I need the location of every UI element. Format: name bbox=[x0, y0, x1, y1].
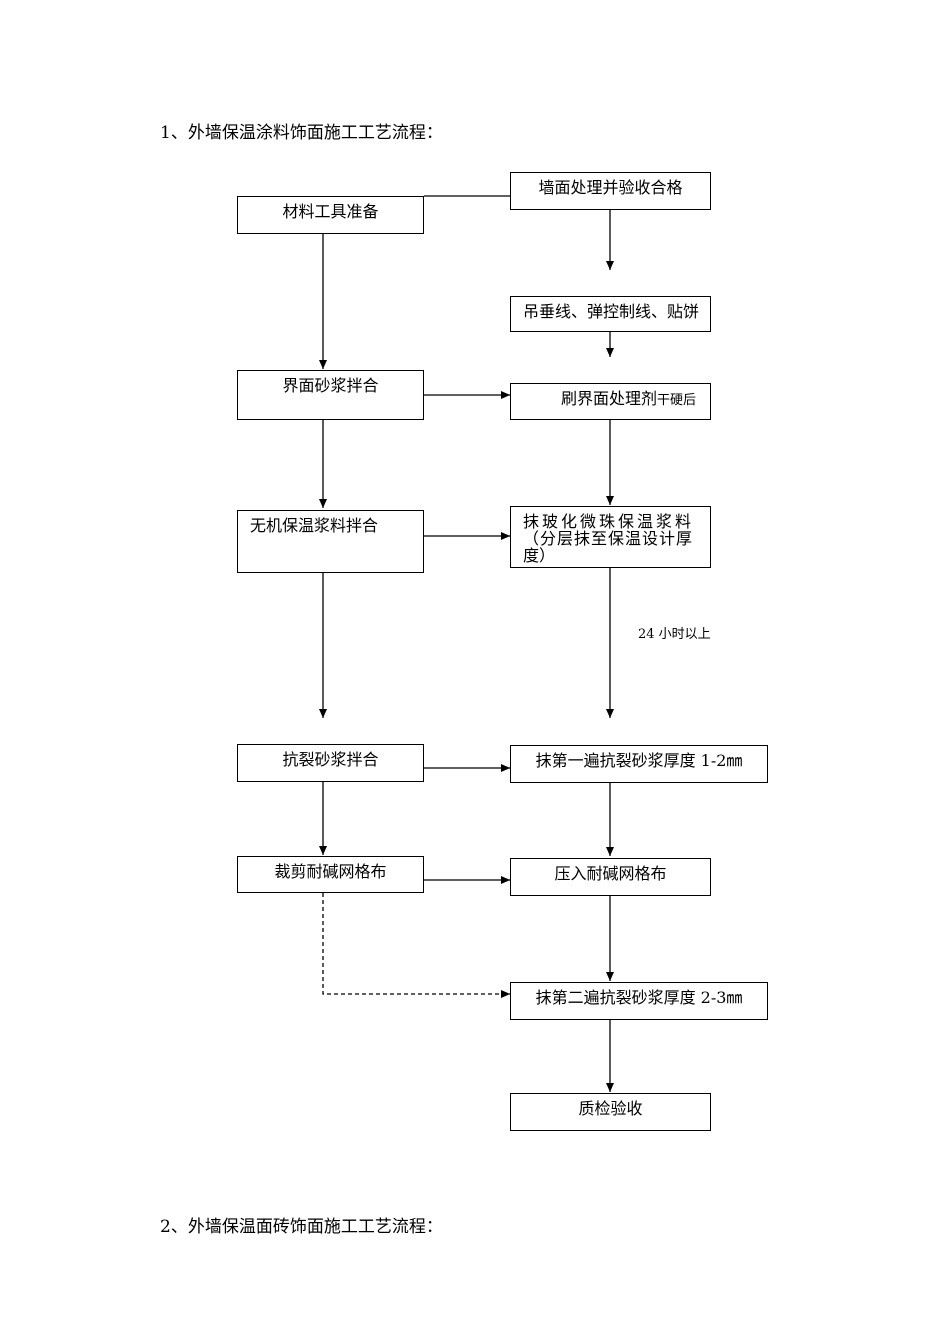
box-label: 质检验收 bbox=[578, 1099, 643, 1118]
box-insulation-mortar-mix: 无机保温浆料拌合 bbox=[237, 510, 424, 573]
box-first-coat: 抹第一遍抗裂砂浆厚度 1-2㎜ bbox=[510, 745, 768, 783]
box-label: 界面砂浆拌合 bbox=[282, 376, 379, 395]
apply-insulation-line-1: 抹玻化微珠保温浆料 bbox=[523, 512, 695, 531]
box-wall-treatment: 墙面处理并验收合格 bbox=[510, 172, 711, 210]
box-label: 刷界面处理剂干硬后 bbox=[561, 390, 710, 409]
apply-insulation-line-3: 度） bbox=[523, 546, 556, 565]
box-label: 裁剪耐碱网格布 bbox=[274, 862, 387, 881]
box-apply-insulation: 抹玻化微珠保温浆料 （分层抹至保温设计厚 度） bbox=[510, 506, 711, 568]
box-label: 抹第二遍抗裂砂浆厚度 2-3㎜ bbox=[535, 988, 743, 1007]
box-label: 抗裂砂浆拌合 bbox=[282, 750, 379, 769]
box-interface-agent: 刷界面处理剂干硬后 bbox=[510, 383, 711, 420]
box-inspection: 质检验收 bbox=[510, 1093, 711, 1131]
box-label: 压入耐碱网格布 bbox=[554, 864, 667, 883]
section-heading-2: 2、外墙保温面砖饰面施工工艺流程： bbox=[160, 1217, 443, 1237]
wait-time-note: 24 小时以上 bbox=[638, 627, 711, 642]
box-crack-mortar-mix: 抗裂砂浆拌合 bbox=[237, 744, 424, 782]
interface-agent-note: 干硬后 bbox=[657, 393, 697, 408]
dashed-mesh-to-second bbox=[322, 893, 510, 998]
interface-agent-label: 刷界面处理剂 bbox=[561, 389, 658, 408]
box-label: 吊垂线、弹控制线、贴饼 bbox=[523, 302, 700, 321]
box-interface-mortar-mix: 界面砂浆拌合 bbox=[237, 370, 424, 420]
box-second-coat: 抹第二遍抗裂砂浆厚度 2-3㎜ bbox=[510, 982, 768, 1020]
box-label: 材料工具准备 bbox=[282, 202, 379, 221]
box-label: 无机保温浆料拌合 bbox=[250, 516, 379, 535]
box-cut-mesh: 裁剪耐碱网格布 bbox=[237, 856, 424, 893]
box-label: 墙面处理并验收合格 bbox=[538, 178, 683, 197]
box-press-mesh: 压入耐碱网格布 bbox=[510, 858, 711, 896]
box-label: 抹第一遍抗裂砂浆厚度 1-2㎜ bbox=[535, 751, 743, 770]
box-plumb-line: 吊垂线、弹控制线、贴饼 bbox=[510, 296, 711, 332]
section-heading-1: 1、外墙保温涂料饰面施工工艺流程： bbox=[160, 123, 443, 143]
box-materials-prep: 材料工具准备 bbox=[237, 196, 424, 234]
apply-insulation-line-2: （分层抹至保温设计厚 bbox=[523, 529, 694, 548]
